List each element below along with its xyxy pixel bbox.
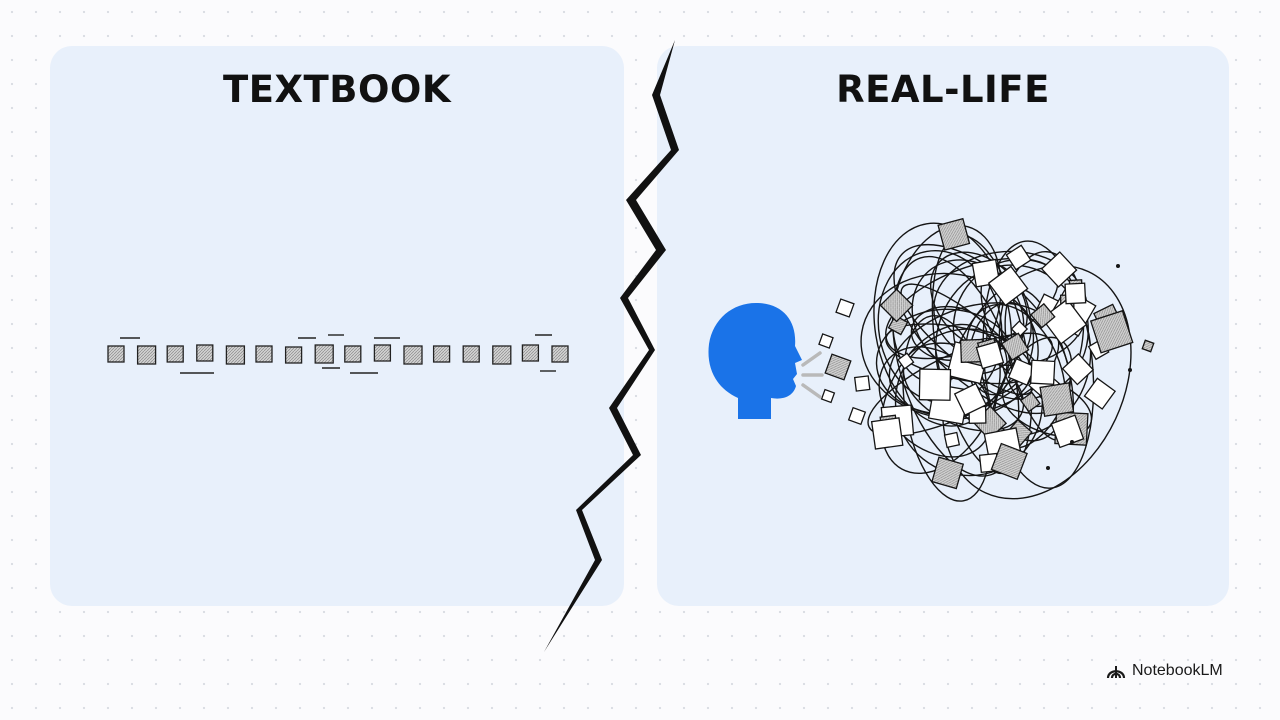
word-tile [937, 217, 971, 251]
word-tile [166, 345, 184, 363]
word-tile [492, 345, 512, 365]
word-tile [987, 265, 1029, 307]
word-tile [879, 288, 914, 323]
word-tile [1000, 332, 1030, 362]
dot [1116, 264, 1120, 268]
word-tile [1039, 382, 1075, 417]
word-tile [314, 344, 334, 364]
word-tile [521, 344, 540, 362]
speaking-head-icon [708, 302, 802, 419]
word-tile [870, 417, 904, 450]
word-tile [1005, 244, 1032, 271]
word-tile [887, 314, 909, 336]
word-tile [953, 382, 988, 416]
word-tile [824, 353, 852, 381]
word-tile [943, 431, 961, 449]
word-tile [551, 345, 569, 363]
scattered-word-tiles [818, 217, 1155, 490]
word-tile [255, 345, 273, 363]
word-tile [975, 340, 1005, 370]
word-tile [835, 298, 855, 318]
word-tile [820, 388, 836, 404]
word-tile [918, 368, 952, 401]
word-tile [1083, 377, 1117, 410]
word-tile [990, 442, 1028, 481]
word-tile [1089, 309, 1134, 354]
word-tile [897, 352, 915, 370]
word-tile [1019, 391, 1041, 413]
word-tile [1064, 282, 1087, 305]
scribble-loop [910, 305, 988, 362]
word-tile [107, 345, 125, 363]
dot [1128, 368, 1132, 372]
word-tile [1010, 320, 1029, 338]
word-tile [847, 406, 867, 426]
word-tile [1141, 339, 1155, 353]
real-life-title: REAL-LIFE [836, 68, 1050, 111]
word-tile [1029, 302, 1056, 329]
word-tile [1030, 359, 1056, 386]
word-tile [373, 344, 392, 362]
word-tile [403, 345, 423, 365]
dot [1046, 466, 1050, 470]
textbook-panel: TEXTBOOK [50, 46, 624, 606]
word-tile [432, 345, 451, 363]
lightning-crack [544, 40, 679, 652]
notebooklm-logo-icon [1106, 666, 1126, 679]
word-tile [818, 333, 834, 349]
word-tile [225, 345, 246, 365]
word-tile [1041, 298, 1088, 345]
word-tile [462, 345, 480, 363]
word-tile [1061, 353, 1095, 386]
word-tile [853, 375, 871, 392]
word-tile [344, 345, 362, 363]
brand-name: NotebookLM [1132, 662, 1223, 679]
word-tile [931, 456, 965, 490]
tangled-scribble [860, 222, 1132, 502]
brand-footer: NotebookLM [1106, 660, 1223, 682]
ordered-word-row [107, 334, 569, 374]
dot [1070, 440, 1074, 444]
word-tile [136, 345, 157, 365]
textbook-title: TEXTBOOK [222, 68, 452, 111]
word-tile [284, 346, 303, 364]
word-tile [1040, 251, 1078, 288]
word-tile [196, 344, 214, 362]
speech-lines [801, 351, 824, 399]
scribble-loop [982, 240, 1095, 489]
